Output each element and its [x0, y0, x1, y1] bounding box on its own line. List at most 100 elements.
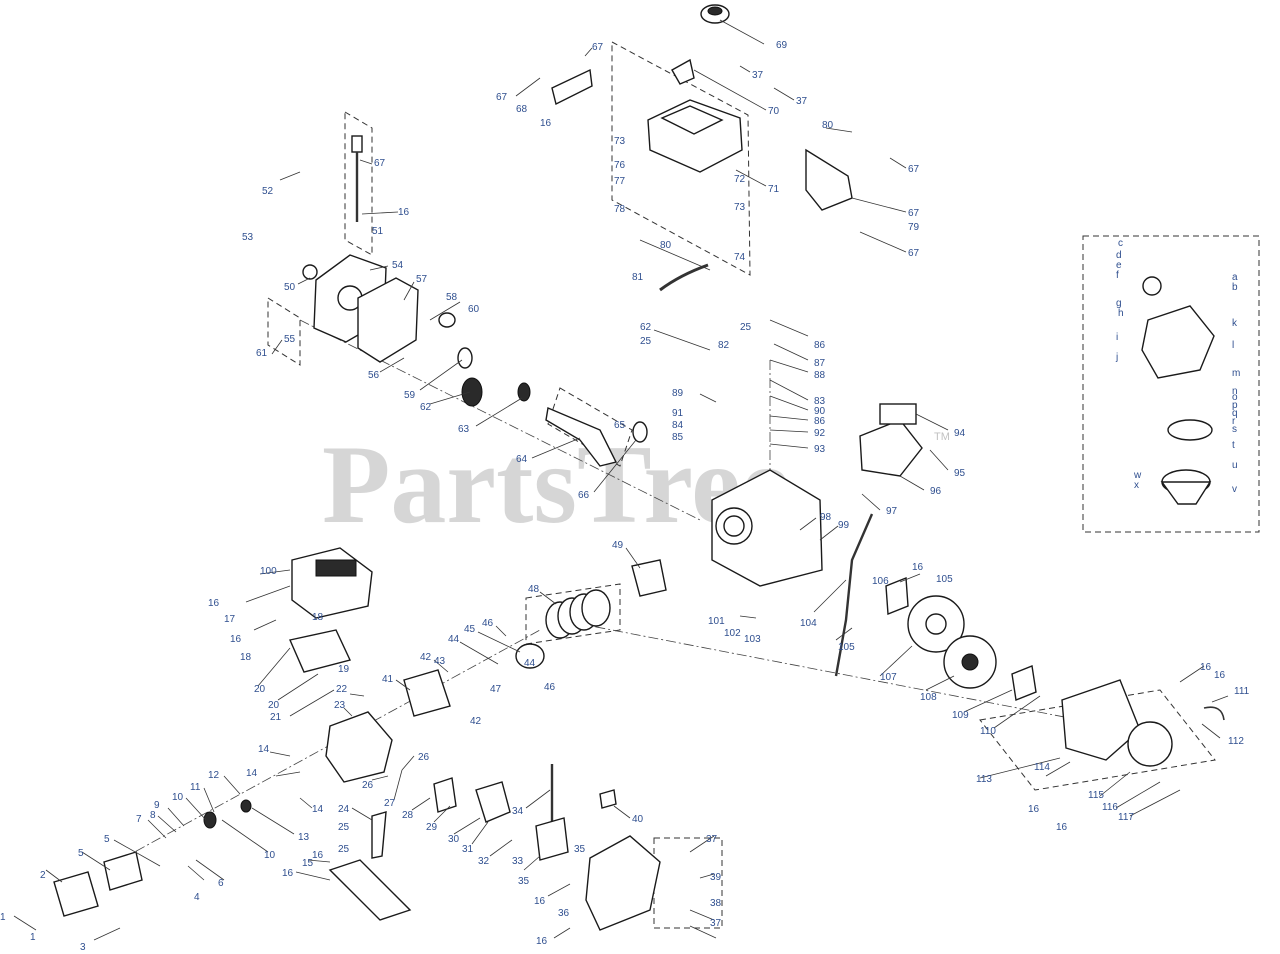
callout-73: 73 — [734, 202, 746, 213]
callout-59: 59 — [404, 390, 416, 401]
callout-25: 25 — [338, 844, 350, 855]
callout-27: 27 — [384, 798, 396, 809]
head-gasket — [403, 669, 451, 717]
tank-bracket — [671, 58, 695, 85]
bearing-lower — [632, 421, 648, 443]
starter-rope — [1203, 706, 1225, 721]
recoil-housing — [1061, 679, 1141, 761]
callout-34: 34 — [512, 806, 524, 817]
callout-94: 94 — [954, 428, 966, 439]
callout-w: w — [1133, 470, 1142, 481]
callout-48: 48 — [528, 584, 540, 595]
gasket — [357, 277, 419, 363]
callout-8: 8 — [150, 810, 156, 821]
carb-float — [1167, 419, 1213, 441]
callout-88: 88 — [814, 370, 826, 381]
recoil-pulley — [1127, 721, 1173, 767]
valve-retainer — [240, 799, 252, 813]
callout-38: 38 — [710, 898, 722, 909]
callout-l: l — [1232, 340, 1234, 351]
callout-g: g — [1116, 298, 1122, 309]
callout-16: 16 — [912, 562, 924, 573]
callout-91: 91 — [672, 408, 684, 419]
callout-53: 53 — [242, 232, 254, 243]
callout-18: 18 — [312, 612, 324, 623]
governor-arm — [631, 559, 667, 597]
callout-49: 49 — [612, 540, 624, 551]
callout-s: s — [1232, 424, 1237, 435]
callout-92: 92 — [814, 428, 826, 439]
callout-16: 16 — [1028, 804, 1040, 815]
callout-67: 67 — [592, 42, 604, 53]
starter-solenoid — [879, 403, 917, 425]
callout-89: 89 — [672, 388, 684, 399]
callout-44: 44 — [448, 634, 460, 645]
callout-35: 35 — [574, 844, 586, 855]
muffler — [289, 629, 351, 673]
callout-103: 103 — [744, 634, 761, 645]
callout-16: 16 — [1056, 822, 1068, 833]
cleaner-knob — [599, 789, 617, 809]
callout-96: 96 — [930, 486, 942, 497]
callout-111: 111 — [1234, 686, 1250, 697]
callout-35: 35 — [518, 876, 530, 887]
callout-44: 44 — [524, 658, 536, 669]
callout-43: 43 — [434, 656, 446, 667]
callout-25: 25 — [338, 822, 350, 833]
callout-39: 39 — [710, 872, 722, 883]
starter-cup — [1011, 665, 1037, 701]
callout-c: c — [1118, 238, 1123, 249]
callout-51: 51 — [372, 226, 384, 237]
callout-24: 24 — [338, 804, 350, 815]
callout-102: 102 — [724, 628, 741, 639]
fuel-line — [659, 263, 709, 292]
callout-16: 16 — [534, 896, 546, 907]
callout-14: 14 — [312, 804, 324, 815]
oil-seal-cover — [438, 312, 456, 328]
callout-58: 58 — [446, 292, 458, 303]
callout-86: 86 — [814, 416, 826, 427]
callout-69: 69 — [776, 40, 788, 51]
callout-115: 115 — [1088, 790, 1104, 801]
callout-78: 78 — [614, 204, 626, 215]
callout-52: 52 — [262, 186, 274, 197]
callout-116: 116 — [1102, 802, 1118, 813]
callout-99: 99 — [838, 520, 850, 531]
callout-4: 4 — [194, 892, 200, 903]
callout-n: n — [1232, 386, 1238, 397]
callout-57: 57 — [416, 274, 428, 285]
callout-2: 2 — [40, 870, 46, 881]
callout-105: 105 — [936, 574, 953, 585]
intake-gasket — [103, 851, 143, 891]
callout-62: 62 — [640, 322, 652, 333]
callout-55: 55 — [284, 334, 296, 345]
callout-95: 95 — [954, 468, 966, 479]
callout-22: 22 — [336, 684, 348, 695]
callout-5: 5 — [104, 834, 110, 845]
callout-30: 30 — [448, 834, 460, 845]
callout-72: 72 — [734, 174, 746, 185]
mounting-bracket — [805, 148, 853, 211]
callout-7: 7 — [136, 814, 142, 825]
callout-37: 37 — [796, 96, 808, 107]
callout-81: 81 — [632, 272, 644, 283]
callout-16: 16 — [312, 850, 324, 861]
callout-97: 97 — [886, 506, 898, 517]
callout-114: 114 — [1034, 762, 1050, 773]
callout-107: 107 — [880, 672, 897, 683]
callout-q: q — [1232, 408, 1238, 419]
parts — [53, 4, 1225, 931]
heat-shield — [328, 859, 412, 921]
callout-117: 117 — [1118, 812, 1134, 823]
callout-80: 80 — [660, 240, 672, 251]
callout-16: 16 — [540, 118, 552, 129]
callout-25: 25 — [640, 336, 652, 347]
callout-16: 16 — [1214, 670, 1226, 681]
callout-76: 76 — [614, 160, 626, 171]
cylinder-head — [325, 711, 393, 783]
callout-37: 37 — [710, 918, 722, 929]
piston-rings — [545, 589, 611, 639]
callout-17: 17 — [224, 614, 236, 625]
callout-64: 64 — [516, 454, 528, 465]
